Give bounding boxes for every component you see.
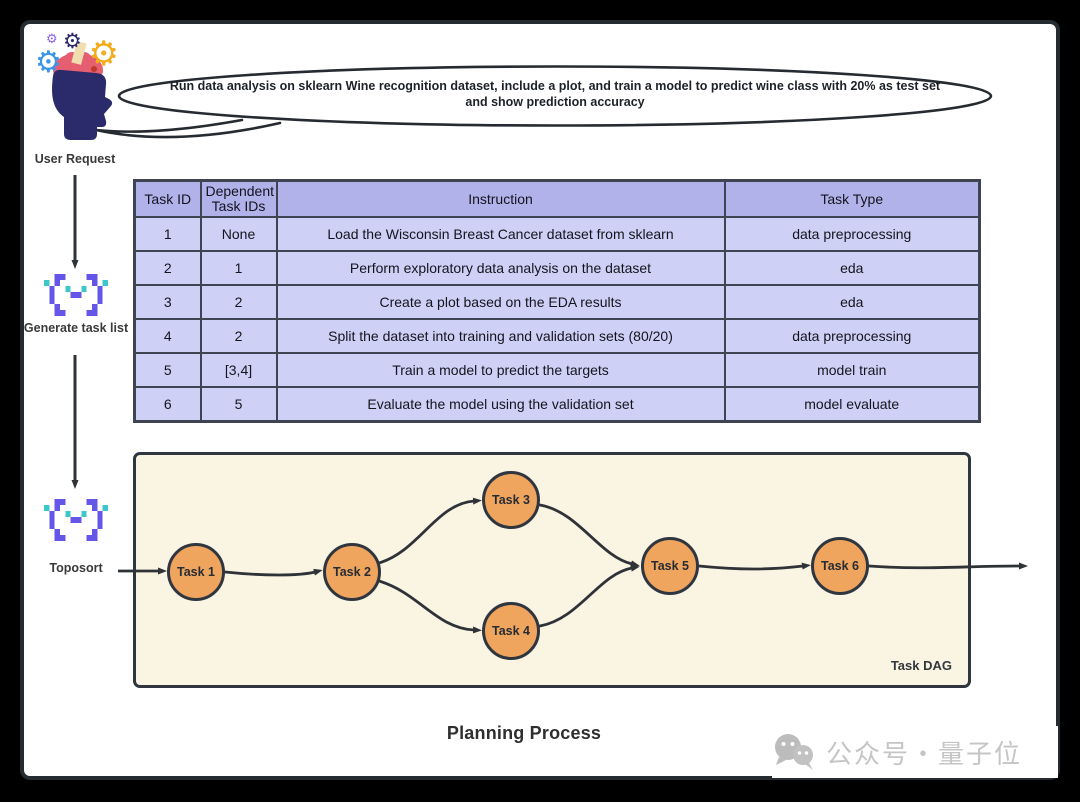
dag-node-5: Task 5 — [641, 537, 699, 595]
table-cell: 1 — [199, 250, 278, 286]
dag-node-2: Task 2 — [323, 543, 381, 601]
column-header: Instruction — [275, 179, 726, 218]
dag-edge-2-4 — [377, 579, 482, 634]
table-cell: [3,4] — [199, 352, 278, 388]
user-request-bubble-text: Run data analysis on sklearn Wine recogn… — [125, 78, 985, 110]
dag-nodes-layer: Task 1 Task 2 Task 3 Task 4 Task 5 Task 6 — [24, 24, 1056, 776]
table-cell: 6 — [133, 386, 202, 422]
dag-node-3: Task 3 — [482, 471, 540, 529]
bubble-line-2: and show prediction accuracy — [465, 95, 645, 109]
table-cell: Load the Wisconsin Breast Cancer dataset… — [275, 216, 726, 252]
diagram-page: Task DAG — [20, 20, 1060, 780]
table-cell: None — [199, 216, 278, 252]
table-row: 5[3,4]Train a model to predict the targe… — [133, 352, 981, 388]
user-request-icon: ⚙ ⚙ ⚙ ⚙ — [35, 31, 119, 144]
table-cell: 2 — [199, 284, 278, 320]
table-cell: 1 — [133, 216, 202, 252]
toposort-icon — [44, 499, 108, 541]
table-cell: model train — [723, 352, 981, 388]
table-cell: 4 — [133, 318, 202, 354]
table-cell: Create a plot based on the EDA results — [275, 284, 726, 320]
table-cell: eda — [723, 250, 981, 286]
table-cell: 5 — [199, 386, 278, 422]
connector-overlay — [71, 65, 1028, 634]
table-cell: 5 — [133, 352, 202, 388]
toposort-label: Toposort — [49, 561, 103, 575]
column-header: Task Type — [723, 179, 981, 218]
dag-box-label: Task DAG — [890, 658, 952, 673]
column-header: Task ID — [133, 179, 202, 218]
dag-node-1: Task 1 — [167, 543, 225, 601]
table-cell: Perform exploratory data analysis on the… — [275, 250, 726, 286]
dag-node-4: Task 4 — [482, 602, 540, 660]
generate-task-list-icon — [44, 274, 108, 316]
table-cell: Split the dataset into training and vali… — [275, 318, 726, 354]
table-cell: data preprocessing — [723, 216, 981, 252]
dag-node-6: Task 6 — [811, 537, 869, 595]
dag-edge-3-5 — [538, 503, 640, 568]
user-request-label: User Request — [34, 152, 116, 166]
dag-edge-6-out — [867, 562, 1028, 570]
dag-edge-5-6 — [697, 562, 811, 571]
table-cell: 3 — [133, 284, 202, 320]
bubble-line-1: Run data analysis on sklearn Wine recogn… — [169, 79, 941, 93]
dag-edge-1-2 — [223, 568, 323, 577]
table-cell: data preprocessing — [723, 318, 981, 354]
gear-icon-yellow: ⚙ — [88, 34, 119, 74]
gear-icon-navy: ⚙ — [63, 29, 82, 53]
gear-icon-blue: ⚙ — [35, 45, 62, 80]
dag-edge-4-5 — [538, 564, 640, 628]
table-cell: model evaluate — [723, 386, 981, 422]
wechat-icon — [775, 734, 813, 770]
dag-edge-2-3 — [377, 497, 482, 565]
generate-task-list-label: Generate task list — [23, 321, 129, 335]
gear-icon-purple: ⚙ — [46, 32, 58, 47]
column-header: Dependent Task IDs — [199, 179, 278, 218]
table-cell: Train a model to predict the targets — [275, 352, 726, 388]
watermark: 公众号・量子位 — [772, 726, 1058, 778]
table-cell: 2 — [199, 318, 278, 354]
table-cell: Evaluate the model using the validation … — [275, 386, 726, 422]
page-title: Planning Process — [446, 723, 602, 743]
table-cell: eda — [723, 284, 981, 320]
table-cell: 2 — [133, 250, 202, 286]
watermark-text: 公众号・量子位 — [826, 738, 1023, 769]
speech-bubble — [95, 65, 993, 139]
